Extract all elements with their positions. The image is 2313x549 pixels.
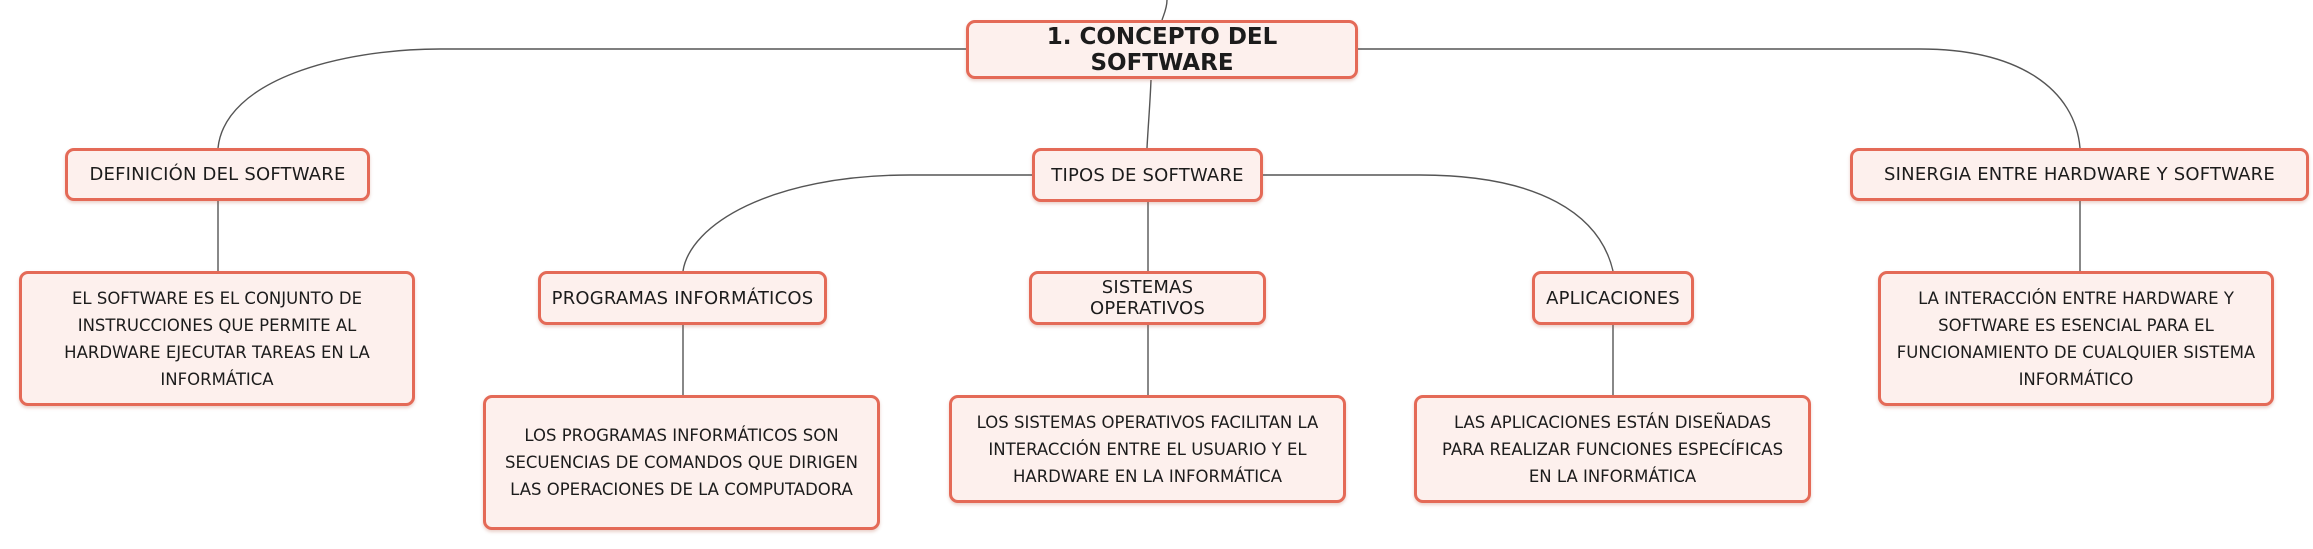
aplicaciones-detail-text: LAS APLICACIONES ESTÁN DISEÑADAS PARA RE… [1441,412,1784,486]
sistemas-label: SISTEMAS OPERATIVOS [1090,277,1205,319]
node-aplicaciones-detail[interactable]: LAS APLICACIONES ESTÁN DISEÑADAS PARA RE… [1414,395,1811,503]
connector-parent-root [1161,0,1168,21]
connector-root-sinergia [1358,48,2081,149]
sinergia-detail-text: LA INTERACCIÓN ENTRE HARDWARE Y SOFTWARE… [1896,288,2256,389]
connector-tipos-aplicaciones [1263,174,1614,272]
sinergia-label: SINERGIA ENTRE HARDWARE Y SOFTWARE [1884,164,2275,185]
programas-detail-text: LOS PROGRAMAS INFORMÁTICOS SON SECUENCIA… [504,426,858,499]
definicion-detail-text: EL SOFTWARE ES EL CONJUNTO DE INSTRUCCIO… [64,288,370,389]
sistemas-detail-text: LOS SISTEMAS OPERATIVOS FACILITAN LA INT… [976,412,1319,486]
connector-root-tipos [1146,79,1152,149]
node-sinergia-detail[interactable]: LA INTERACCIÓN ENTRE HARDWARE Y SOFTWARE… [1878,271,2274,406]
node-sistemas-detail[interactable]: LOS SISTEMAS OPERATIVOS FACILITAN LA INT… [949,395,1346,503]
node-tipos[interactable]: TIPOS DE SOFTWARE [1032,148,1263,202]
root-label: 1. CONCEPTO DEL SOFTWARE [1046,23,1278,76]
connector-root-definicion [217,48,966,149]
definicion-label: DEFINICIÓN DEL SOFTWARE [89,164,346,185]
connector-tipos-programas [682,174,1032,272]
aplicaciones-label: APLICACIONES [1546,287,1680,309]
node-programas-detail[interactable]: LOS PROGRAMAS INFORMÁTICOS SON SECUENCIA… [483,395,880,530]
node-sistemas[interactable]: SISTEMAS OPERATIVOS [1029,271,1266,325]
node-definicion[interactable]: DEFINICIÓN DEL SOFTWARE [65,148,370,201]
programas-label: PROGRAMAS INFORMÁTICOS [551,287,814,309]
node-aplicaciones[interactable]: APLICACIONES [1532,271,1694,325]
node-programas[interactable]: PROGRAMAS INFORMÁTICOS [538,271,827,325]
tipos-label: TIPOS DE SOFTWARE [1051,164,1244,186]
node-definicion-detail[interactable]: EL SOFTWARE ES EL CONJUNTO DE INSTRUCCIO… [19,271,415,406]
node-sinergia[interactable]: SINERGIA ENTRE HARDWARE Y SOFTWARE [1850,148,2309,201]
root-node[interactable]: 1. CONCEPTO DEL SOFTWARE [966,20,1358,79]
